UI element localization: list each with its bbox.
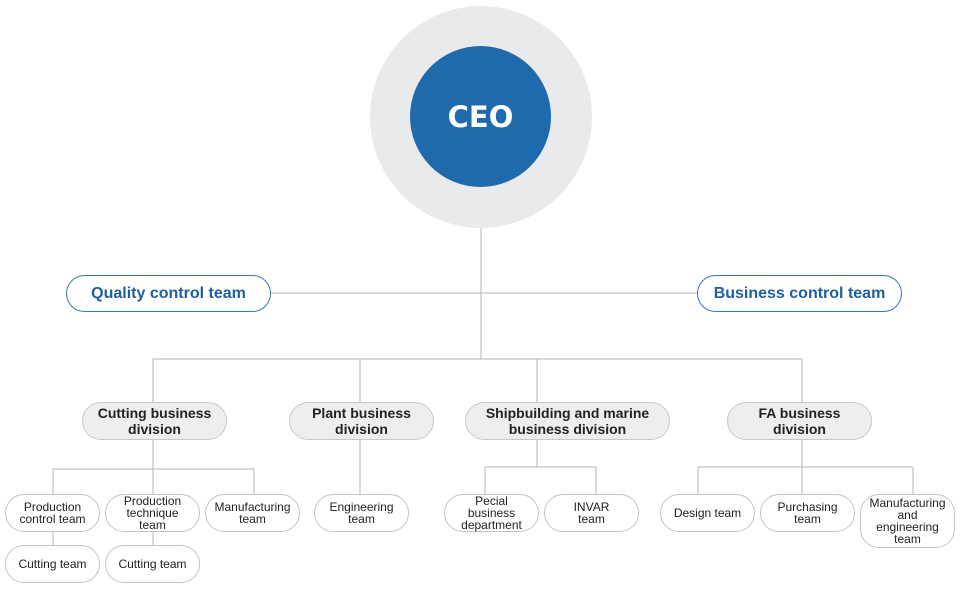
- team-label: INVAR team: [573, 500, 610, 526]
- team-label: Purchasing team: [777, 500, 838, 526]
- team-label: Cutting team: [118, 557, 187, 571]
- cutting-team-node-1: Cutting team: [5, 545, 100, 583]
- manufacturing-engineering-team-node: Manufacturing and engineering team: [860, 494, 955, 548]
- team-label: Cutting team: [18, 557, 87, 571]
- cutting-team-node-2: Cutting team: [105, 545, 200, 583]
- team-label: Pecial business department: [461, 494, 522, 532]
- production-control-team-node: Production control team: [5, 494, 100, 532]
- fa-division-node: FA business division: [727, 402, 872, 440]
- fa-division-label: FA business division: [758, 405, 841, 437]
- shipbuilding-division-node: Shipbuilding and marine business divisio…: [465, 402, 670, 440]
- plant-division-label: Plant business division: [312, 405, 411, 437]
- team-label: Production control team: [19, 500, 86, 526]
- cutting-division-node: Cutting business division: [82, 402, 227, 440]
- quality-control-team-node: Quality control team: [66, 275, 271, 312]
- ceo-node: CEO: [410, 46, 551, 187]
- team-label: Manufacturing and engineering team: [869, 496, 946, 546]
- plant-division-node: Plant business division: [289, 402, 434, 440]
- team-label: Production technique team: [123, 494, 182, 532]
- engineering-team-node: Engineering team: [314, 494, 409, 532]
- pecial-business-department-node: Pecial business department: [444, 494, 539, 532]
- manufacturing-team-node: Manufacturing team: [205, 494, 300, 532]
- team-label: Design team: [673, 506, 742, 520]
- team-label: Engineering team: [329, 500, 394, 526]
- purchasing-team-node: Purchasing team: [760, 494, 855, 532]
- invar-team-node: INVAR team: [544, 494, 639, 532]
- cutting-division-label: Cutting business division: [97, 405, 212, 437]
- business-control-team-node: Business control team: [697, 275, 902, 312]
- production-technique-team-node: Production technique team: [105, 494, 200, 532]
- team-label: Manufacturing team: [214, 500, 291, 526]
- design-team-node: Design team: [660, 494, 755, 532]
- shipbuilding-division-label: Shipbuilding and marine business divisio…: [485, 405, 650, 437]
